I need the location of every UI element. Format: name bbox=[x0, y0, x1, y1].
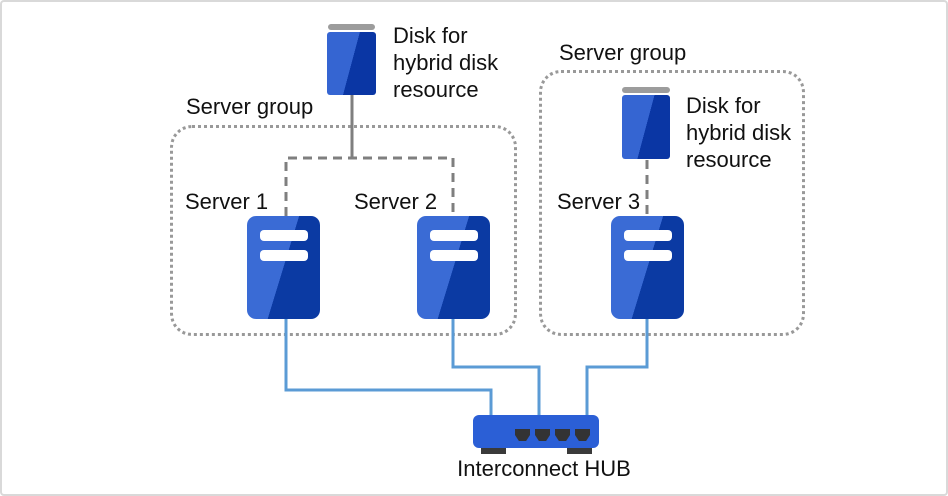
disk-icon bbox=[622, 87, 671, 159]
server-group-label: Server group bbox=[559, 40, 687, 65]
server-slot-bar bbox=[260, 230, 308, 241]
disk-icon bbox=[327, 24, 377, 95]
server-slot-bar bbox=[430, 250, 478, 261]
server-icon bbox=[417, 216, 490, 319]
server-slot-bar bbox=[624, 230, 672, 241]
disk-label: Disk for hybrid disk resource bbox=[686, 93, 792, 172]
hub-port-icon bbox=[555, 429, 570, 441]
disk-label: Disk for hybrid disk resource bbox=[393, 23, 499, 102]
hub-foot bbox=[481, 448, 506, 454]
hub-port-icon bbox=[515, 429, 530, 441]
server-slot-bar bbox=[624, 250, 672, 261]
server-slot-bar bbox=[430, 230, 478, 241]
server-group-label: Server group bbox=[186, 94, 314, 119]
hub-icon bbox=[473, 415, 599, 455]
hub-label: Interconnect HUB bbox=[457, 456, 631, 481]
disk-body bbox=[327, 32, 376, 95]
server-group-box-2 bbox=[539, 70, 805, 336]
hub-port-icon bbox=[575, 429, 590, 441]
server-label: Server 2 bbox=[354, 189, 438, 214]
hub-foot bbox=[567, 448, 592, 454]
disk-cap bbox=[622, 87, 670, 93]
hub-port-icon bbox=[535, 429, 550, 441]
disk-cap bbox=[328, 24, 375, 30]
server-icon bbox=[611, 216, 684, 319]
server-label: Server 1 bbox=[185, 189, 269, 214]
server-label: Server 3 bbox=[557, 189, 641, 214]
server-icon bbox=[247, 216, 320, 319]
server-slot-bar bbox=[260, 250, 308, 261]
disk-body bbox=[622, 95, 670, 159]
